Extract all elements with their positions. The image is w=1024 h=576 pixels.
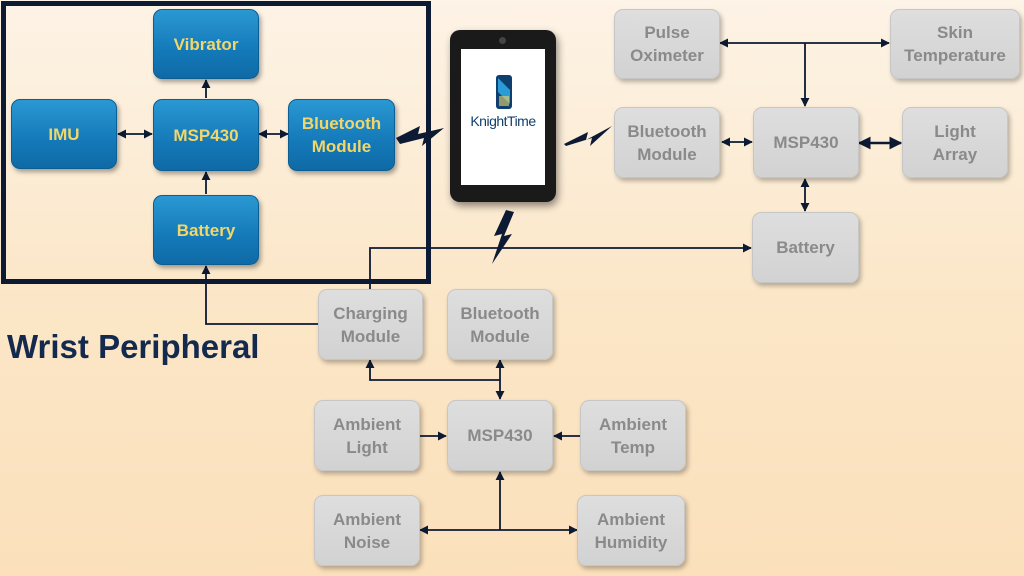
ambient-light-block: Ambient Light: [314, 400, 420, 471]
lightning-bolt-icon: [396, 126, 444, 146]
chest-bluetooth-block: Bluetooth Module: [614, 107, 720, 178]
wrist-msp430-block: MSP430: [153, 99, 259, 171]
wrist-bluetooth-block: Bluetooth Module: [288, 99, 395, 171]
wrist-battery-block: Battery: [153, 195, 259, 265]
lightning-bolt-icon: [492, 210, 514, 264]
env-bluetooth-block: Bluetooth Module: [447, 289, 553, 360]
lightning-bolt-icon: [564, 126, 612, 146]
wrist-peripheral-title: Wrist Peripheral: [7, 328, 260, 365]
chest-battery-block: Battery: [752, 212, 859, 283]
chest-msp430-block: MSP430: [753, 107, 859, 178]
imu-block: IMU: [11, 99, 117, 169]
tablet-camera: [499, 37, 506, 44]
tablet-device-icon: KnightTime: [450, 30, 556, 202]
wire-env-charging: [365, 359, 500, 381]
app-name: KnightTime: [470, 113, 536, 129]
env-msp430-block: MSP430: [447, 400, 553, 471]
tablet-screen: KnightTime: [461, 49, 545, 185]
wrist-peripheral-frame: [1, 1, 431, 284]
skin-temperature-block: Skin Temperature: [890, 9, 1020, 79]
wire-charging-chest-battery: [369, 243, 752, 290]
ambient-temp-block: Ambient Temp: [580, 400, 686, 471]
vibrator-block: Vibrator: [153, 9, 259, 79]
light-array-block: Light Array: [902, 107, 1008, 178]
ambient-humidity-block: Ambient Humidity: [577, 495, 685, 566]
wire-charging-wrist-battery: [201, 265, 318, 325]
app-logo-icon: [496, 75, 512, 109]
pulse-oximeter-block: Pulse Oximeter: [614, 9, 720, 79]
charging-module-block: Charging Module: [318, 289, 423, 360]
ambient-noise-block: Ambient Noise: [314, 495, 420, 566]
